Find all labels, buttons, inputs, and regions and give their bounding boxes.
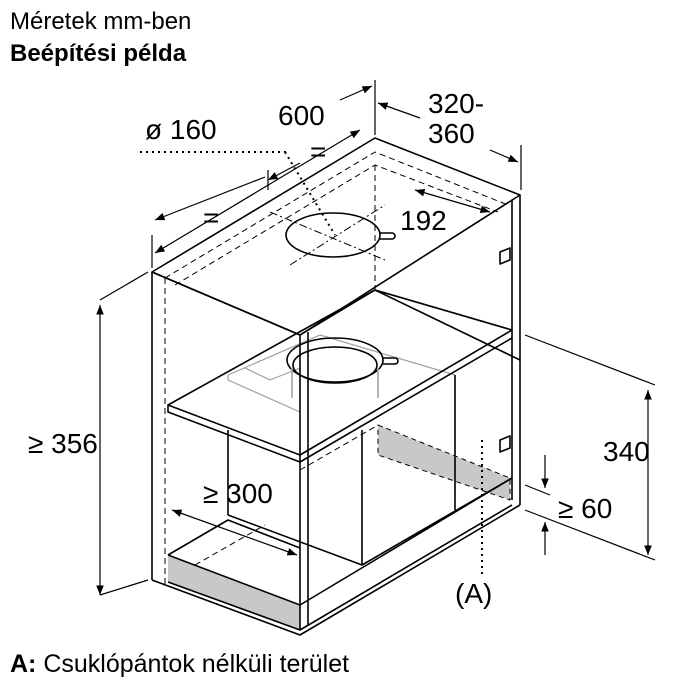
units-caption: Méretek mm-ben: [10, 8, 192, 35]
legend-text: Csuklópántok nélküli terület: [36, 650, 350, 678]
duct-opening-top: [285, 212, 381, 258]
height-label: ≥ 356: [28, 428, 98, 459]
side-height-label: 340: [603, 436, 650, 467]
width-label: 600: [278, 100, 325, 131]
legend: A: Csuklópántok nélküli terület: [10, 650, 349, 679]
duct-diameter-label: ø 160: [145, 114, 217, 145]
depth-min-label: ≥ 300: [203, 478, 273, 509]
legend-key: A:: [10, 650, 37, 678]
hinge-free-area-front: [168, 555, 300, 630]
duct-ring: [286, 337, 384, 383]
depth-label-line2: 360: [428, 118, 475, 149]
area-a-marker: (A): [455, 578, 493, 609]
depth-label-line1: 320-: [428, 88, 485, 119]
hinge-free-area-side: [377, 424, 511, 501]
hinge-icon: [499, 247, 511, 265]
hinge-icon: [499, 435, 511, 453]
gap-label: ≥ 60: [558, 493, 613, 524]
equal-mark: =: [203, 202, 220, 233]
hood-ghost: [227, 334, 456, 495]
outlet-offset-label: 192: [400, 205, 447, 236]
shelf: [167, 289, 513, 456]
equal-mark: =: [310, 136, 327, 167]
diagram-title: Beépítési példa: [10, 40, 187, 67]
